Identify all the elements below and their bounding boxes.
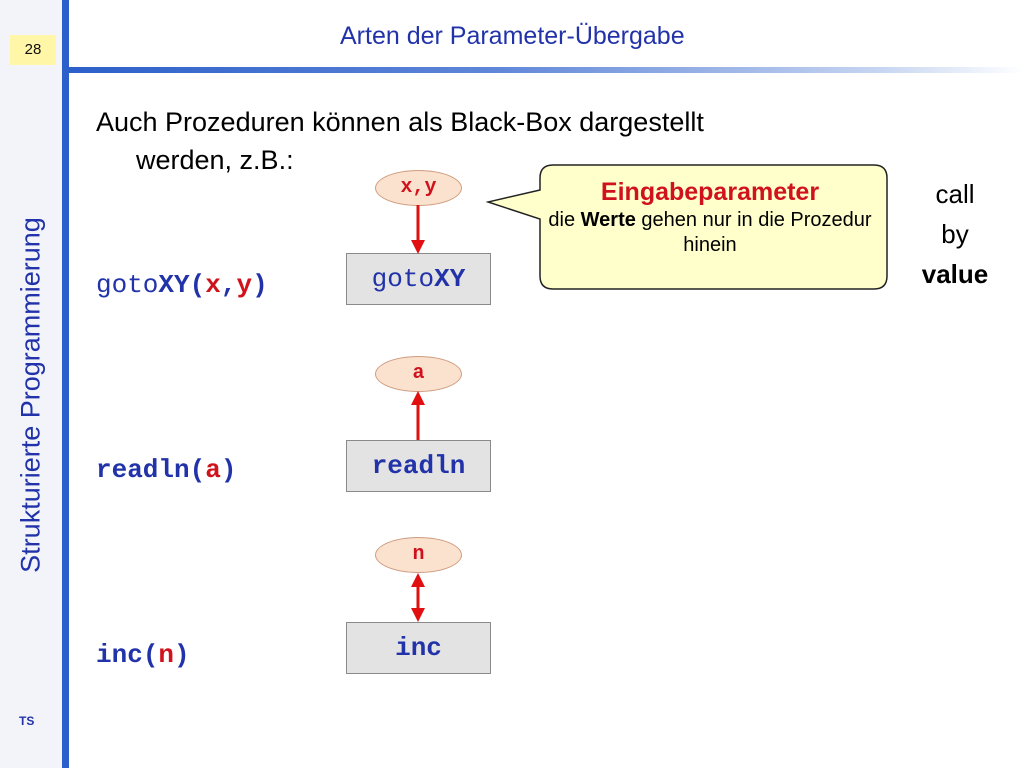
arrow-up-icon: [411, 391, 425, 440]
callout-title: Eingabeparameter: [600, 178, 820, 206]
readln-call: readln(a): [96, 455, 236, 485]
callout-text: Eingabeparameter die Werte gehen nur in …: [533, 176, 887, 258]
close-paren: ): [220, 455, 237, 485]
gotoxy-call: gotoXY(x,y): [96, 270, 268, 300]
callout-bubble: [486, 164, 888, 290]
call-by-value: call by value: [905, 174, 1005, 294]
param-y: y: [236, 270, 253, 300]
close-paren: ): [252, 270, 268, 300]
readln-box: readln: [346, 440, 491, 492]
param-ellipse-a: a: [375, 356, 462, 392]
intro-line-1: Auch Prozeduren können als Black-Box dar…: [96, 107, 704, 137]
intro-line-2: werden, z.B.:: [136, 145, 294, 175]
open-paren: (: [189, 270, 206, 300]
box-label-bold: XY: [434, 264, 466, 294]
comma: ,: [220, 270, 237, 300]
author-initials: TS: [19, 714, 35, 728]
call-by-line-3: value: [905, 254, 1005, 294]
slide-title: Arten der Parameter-Übergabe: [340, 22, 685, 50]
arrow-down-icon: [411, 205, 425, 254]
param-n: n: [158, 640, 175, 670]
callout-text-bold: Werte: [580, 209, 636, 231]
param-x: x: [205, 270, 221, 300]
call-name-bold: XY: [158, 270, 190, 300]
call-name: readln: [96, 455, 190, 485]
inc-call: inc(n): [96, 640, 190, 670]
inc-box: inc: [346, 622, 491, 674]
gotoxy-box: gotoXY: [346, 253, 491, 305]
callout-text-after: gehen nur in die Prozedur hinein: [635, 209, 872, 256]
page-number: 28: [10, 35, 56, 65]
param-ellipse-n: n: [375, 537, 462, 573]
callout-body: die Werte gehen nur in die Prozedur hine…: [533, 208, 887, 258]
open-paren: (: [142, 640, 159, 670]
param-a: a: [205, 455, 221, 485]
arrow-bidirectional-icon: [411, 573, 425, 622]
open-paren: (: [189, 455, 206, 485]
vertical-rule: [62, 0, 69, 768]
call-by-line-1: call: [935, 179, 975, 209]
param-ellipse-xy: x,y: [375, 170, 462, 206]
close-paren: ): [174, 640, 190, 670]
call-by-value-bold: value: [921, 259, 989, 289]
callout-text-before: die: [548, 209, 581, 231]
call-by-line-2: by: [941, 219, 969, 249]
title-underline: [62, 67, 1024, 73]
call-name: goto: [96, 270, 159, 300]
left-sidebar: [0, 0, 62, 768]
intro-text: Auch Prozeduren können als Black-Box dar…: [96, 103, 896, 179]
box-label: goto: [371, 264, 435, 294]
call-name: inc: [96, 640, 143, 670]
